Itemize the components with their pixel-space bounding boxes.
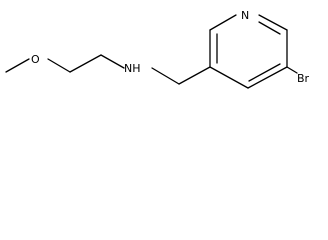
ring-bond-c5-c4 [247,66,288,89]
bromine-label: Br [297,72,310,85]
bond-ch2-amine [100,54,125,69]
pyridine-nitrogen-label: N [241,9,249,22]
oxygen-label: O [31,53,40,66]
ring-double-bond-n1-c6 [258,21,281,35]
ring-bond-c4-c3 [209,66,249,89]
ring-bond-n1-c6 [258,14,288,31]
bond-oxygen-ch2 [47,58,71,73]
chemical-structure-diagram: O NH N Br [5,9,310,89]
ring-bond-c2-n1 [209,14,237,31]
bond-methyl-oxygen [5,58,30,73]
amine-label: NH [124,62,141,75]
ring-double-bond-c4-c5 [248,63,281,82]
bond-ch2-ch2 [69,54,102,73]
bond-ring-bromine [286,66,298,74]
bond-amine-ch2 [151,67,180,85]
bond-ch2-ring [178,66,211,85]
